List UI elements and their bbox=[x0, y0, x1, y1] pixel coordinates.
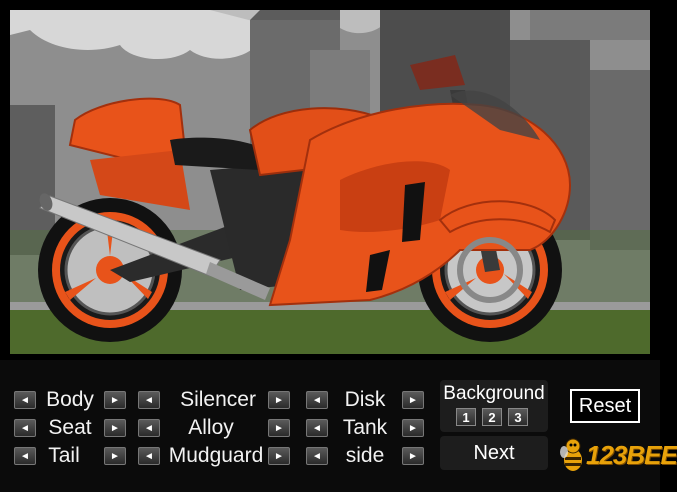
side-next-button[interactable]: ► bbox=[402, 447, 424, 465]
background-option-1[interactable]: 1 bbox=[456, 408, 476, 426]
seat-prev-button[interactable]: ◄ bbox=[14, 419, 36, 437]
tank-control: ◄ Tank ► bbox=[306, 415, 430, 441]
mudguard-label: Mudguard bbox=[168, 444, 264, 467]
seat-control: ◄ Seat ► bbox=[14, 415, 126, 441]
silencer-prev-button[interactable]: ◄ bbox=[138, 391, 160, 409]
tank-next-button[interactable]: ► bbox=[402, 419, 424, 437]
side-prev-button[interactable]: ◄ bbox=[306, 447, 328, 465]
silencer bbox=[39, 193, 270, 300]
alloy-control: ◄ Alloy ► bbox=[138, 415, 292, 441]
motorcycle-scene bbox=[10, 10, 650, 354]
tank-label: Tank bbox=[342, 416, 388, 439]
disk-prev-button[interactable]: ◄ bbox=[306, 391, 328, 409]
disk-label: Disk bbox=[344, 388, 386, 411]
side-label: side bbox=[345, 444, 385, 467]
next-button[interactable]: Next bbox=[440, 436, 548, 470]
background-option-3[interactable]: 3 bbox=[508, 408, 528, 426]
logo-text: 123BEE bbox=[586, 440, 677, 470]
side-control: ◄ side ► bbox=[306, 443, 430, 469]
body-next-button[interactable]: ► bbox=[104, 391, 126, 409]
background-title: Background bbox=[443, 383, 545, 404]
disk bbox=[457, 237, 523, 303]
tank-prev-button[interactable]: ◄ bbox=[306, 419, 328, 437]
body-control: ◄ Body ► bbox=[14, 387, 126, 413]
windscreen bbox=[410, 55, 465, 90]
bee-mascot-icon bbox=[560, 438, 582, 471]
silencer-next-button[interactable]: ► bbox=[268, 391, 290, 409]
background-selector: Background 1 2 3 bbox=[440, 380, 548, 432]
alloy-prev-button[interactable]: ◄ bbox=[138, 419, 160, 437]
disk-control: ◄ Disk ► bbox=[306, 387, 430, 413]
alloy-next-button[interactable]: ► bbox=[268, 419, 290, 437]
tail-label: Tail bbox=[48, 444, 80, 467]
body-prev-button[interactable]: ◄ bbox=[14, 391, 36, 409]
silencer-control: ◄ Silencer ► bbox=[138, 387, 292, 413]
alloy-label: Alloy bbox=[188, 416, 234, 439]
control-panel: ◄ Body ► ◄ Silencer ► ◄ Disk ► ◄ Seat ► … bbox=[0, 360, 660, 492]
seat-next-button[interactable]: ► bbox=[104, 419, 126, 437]
background-option-2[interactable]: 2 bbox=[482, 408, 502, 426]
body-label: Body bbox=[46, 388, 94, 411]
mudguard-next-button[interactable]: ► bbox=[268, 447, 290, 465]
silencer-label: Silencer bbox=[180, 388, 256, 411]
tail-control: ◄ Tail ► bbox=[14, 443, 126, 469]
seat bbox=[170, 137, 265, 170]
brand-logo[interactable]: 123BEE bbox=[560, 436, 677, 474]
tail-prev-button[interactable]: ◄ bbox=[14, 447, 36, 465]
game-stage bbox=[10, 10, 650, 354]
disk-next-button[interactable]: ► bbox=[402, 391, 424, 409]
mudguard-control: ◄ Mudguard ► bbox=[138, 443, 292, 469]
cloud-shape bbox=[10, 10, 310, 60]
tail-next-button[interactable]: ► bbox=[104, 447, 126, 465]
seat-label: Seat bbox=[48, 416, 92, 439]
mudguard bbox=[438, 200, 557, 234]
mudguard-prev-button[interactable]: ◄ bbox=[138, 447, 160, 465]
reset-button[interactable]: Reset bbox=[570, 389, 640, 423]
